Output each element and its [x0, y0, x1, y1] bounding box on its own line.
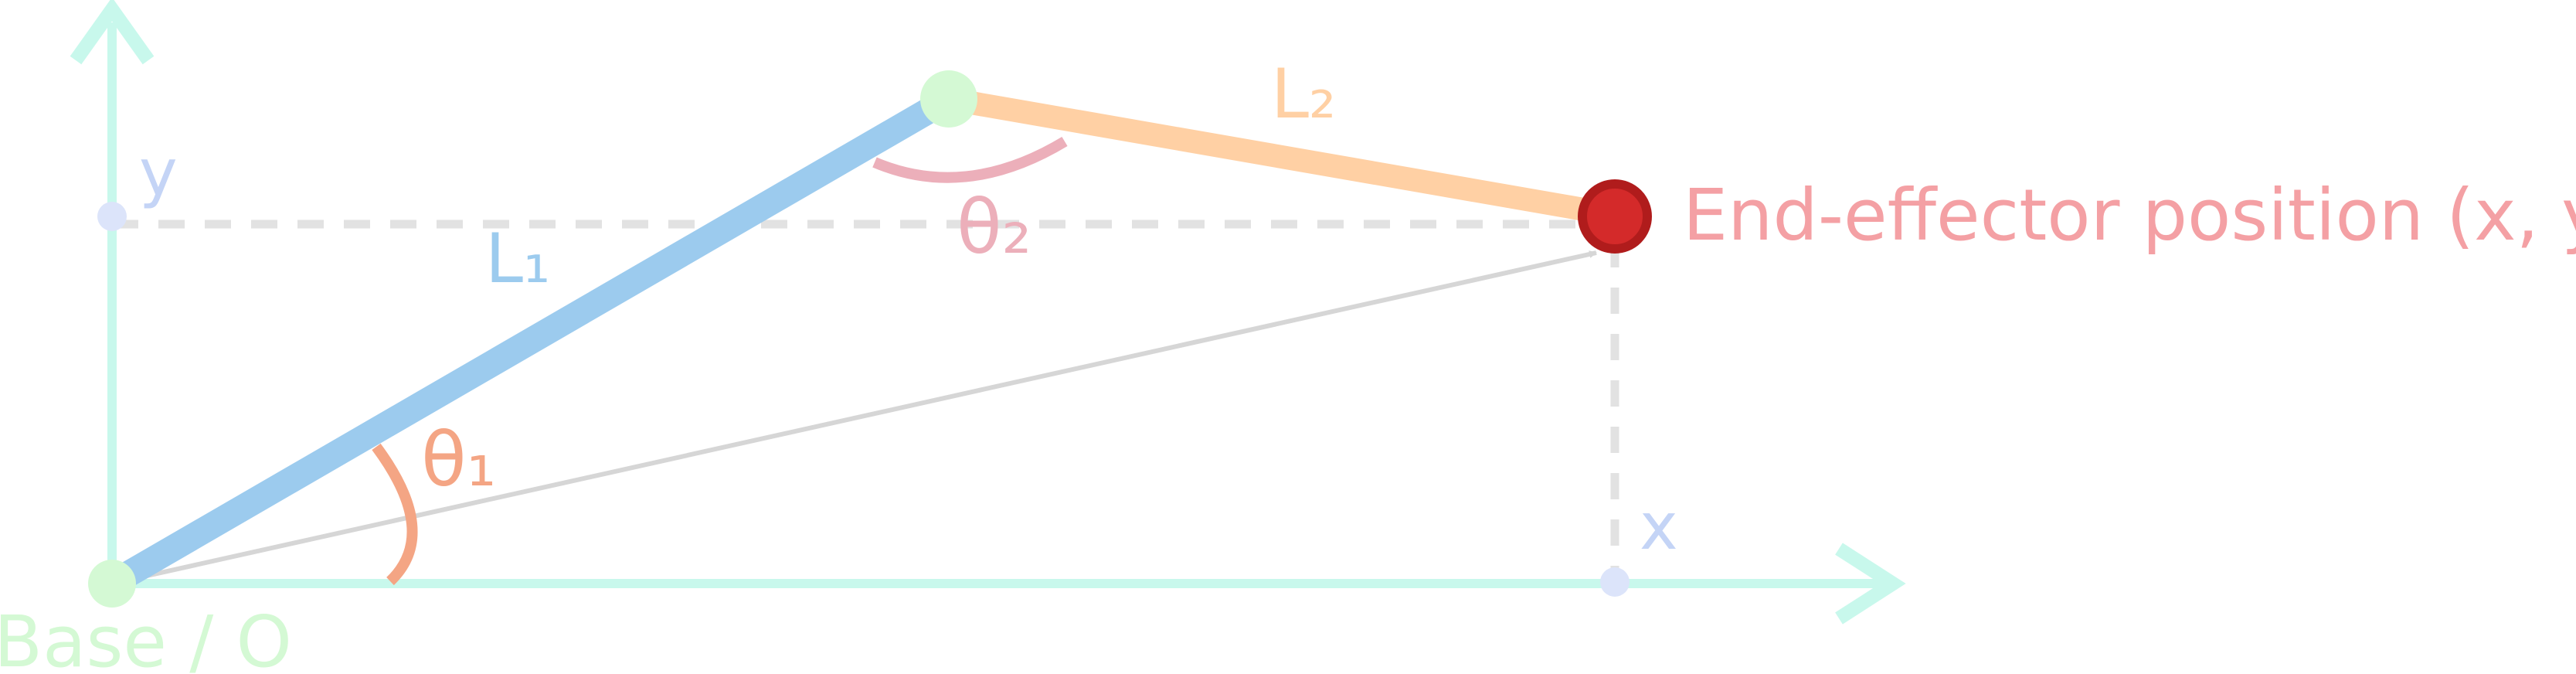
link-2-label: L₂ [1271, 54, 1336, 134]
y-axis [70, 0, 155, 588]
elbow-joint [920, 70, 977, 128]
base-joint [88, 560, 136, 608]
angle-2-arc [872, 137, 1068, 183]
angle-1-arc [372, 443, 418, 586]
base-label: Base / O [0, 601, 292, 674]
link-1-label: L₁ [485, 219, 550, 298]
link-1 [105, 87, 956, 595]
angle-1-label: θ₁ [421, 417, 496, 503]
end-effector-marker [1578, 179, 1652, 254]
y-projection-point [97, 202, 127, 231]
link-2 [946, 87, 1617, 226]
x-axis [107, 543, 1906, 625]
x-axis-label: x [1640, 488, 1678, 564]
angle-2-label: θ₂ [957, 184, 1031, 271]
end-effector-label: End-effector position (x, y) [1683, 174, 2576, 257]
x-projection-point [1600, 567, 1630, 597]
reach-vector-arrow [111, 250, 1597, 586]
y-axis-label: y [139, 134, 178, 210]
